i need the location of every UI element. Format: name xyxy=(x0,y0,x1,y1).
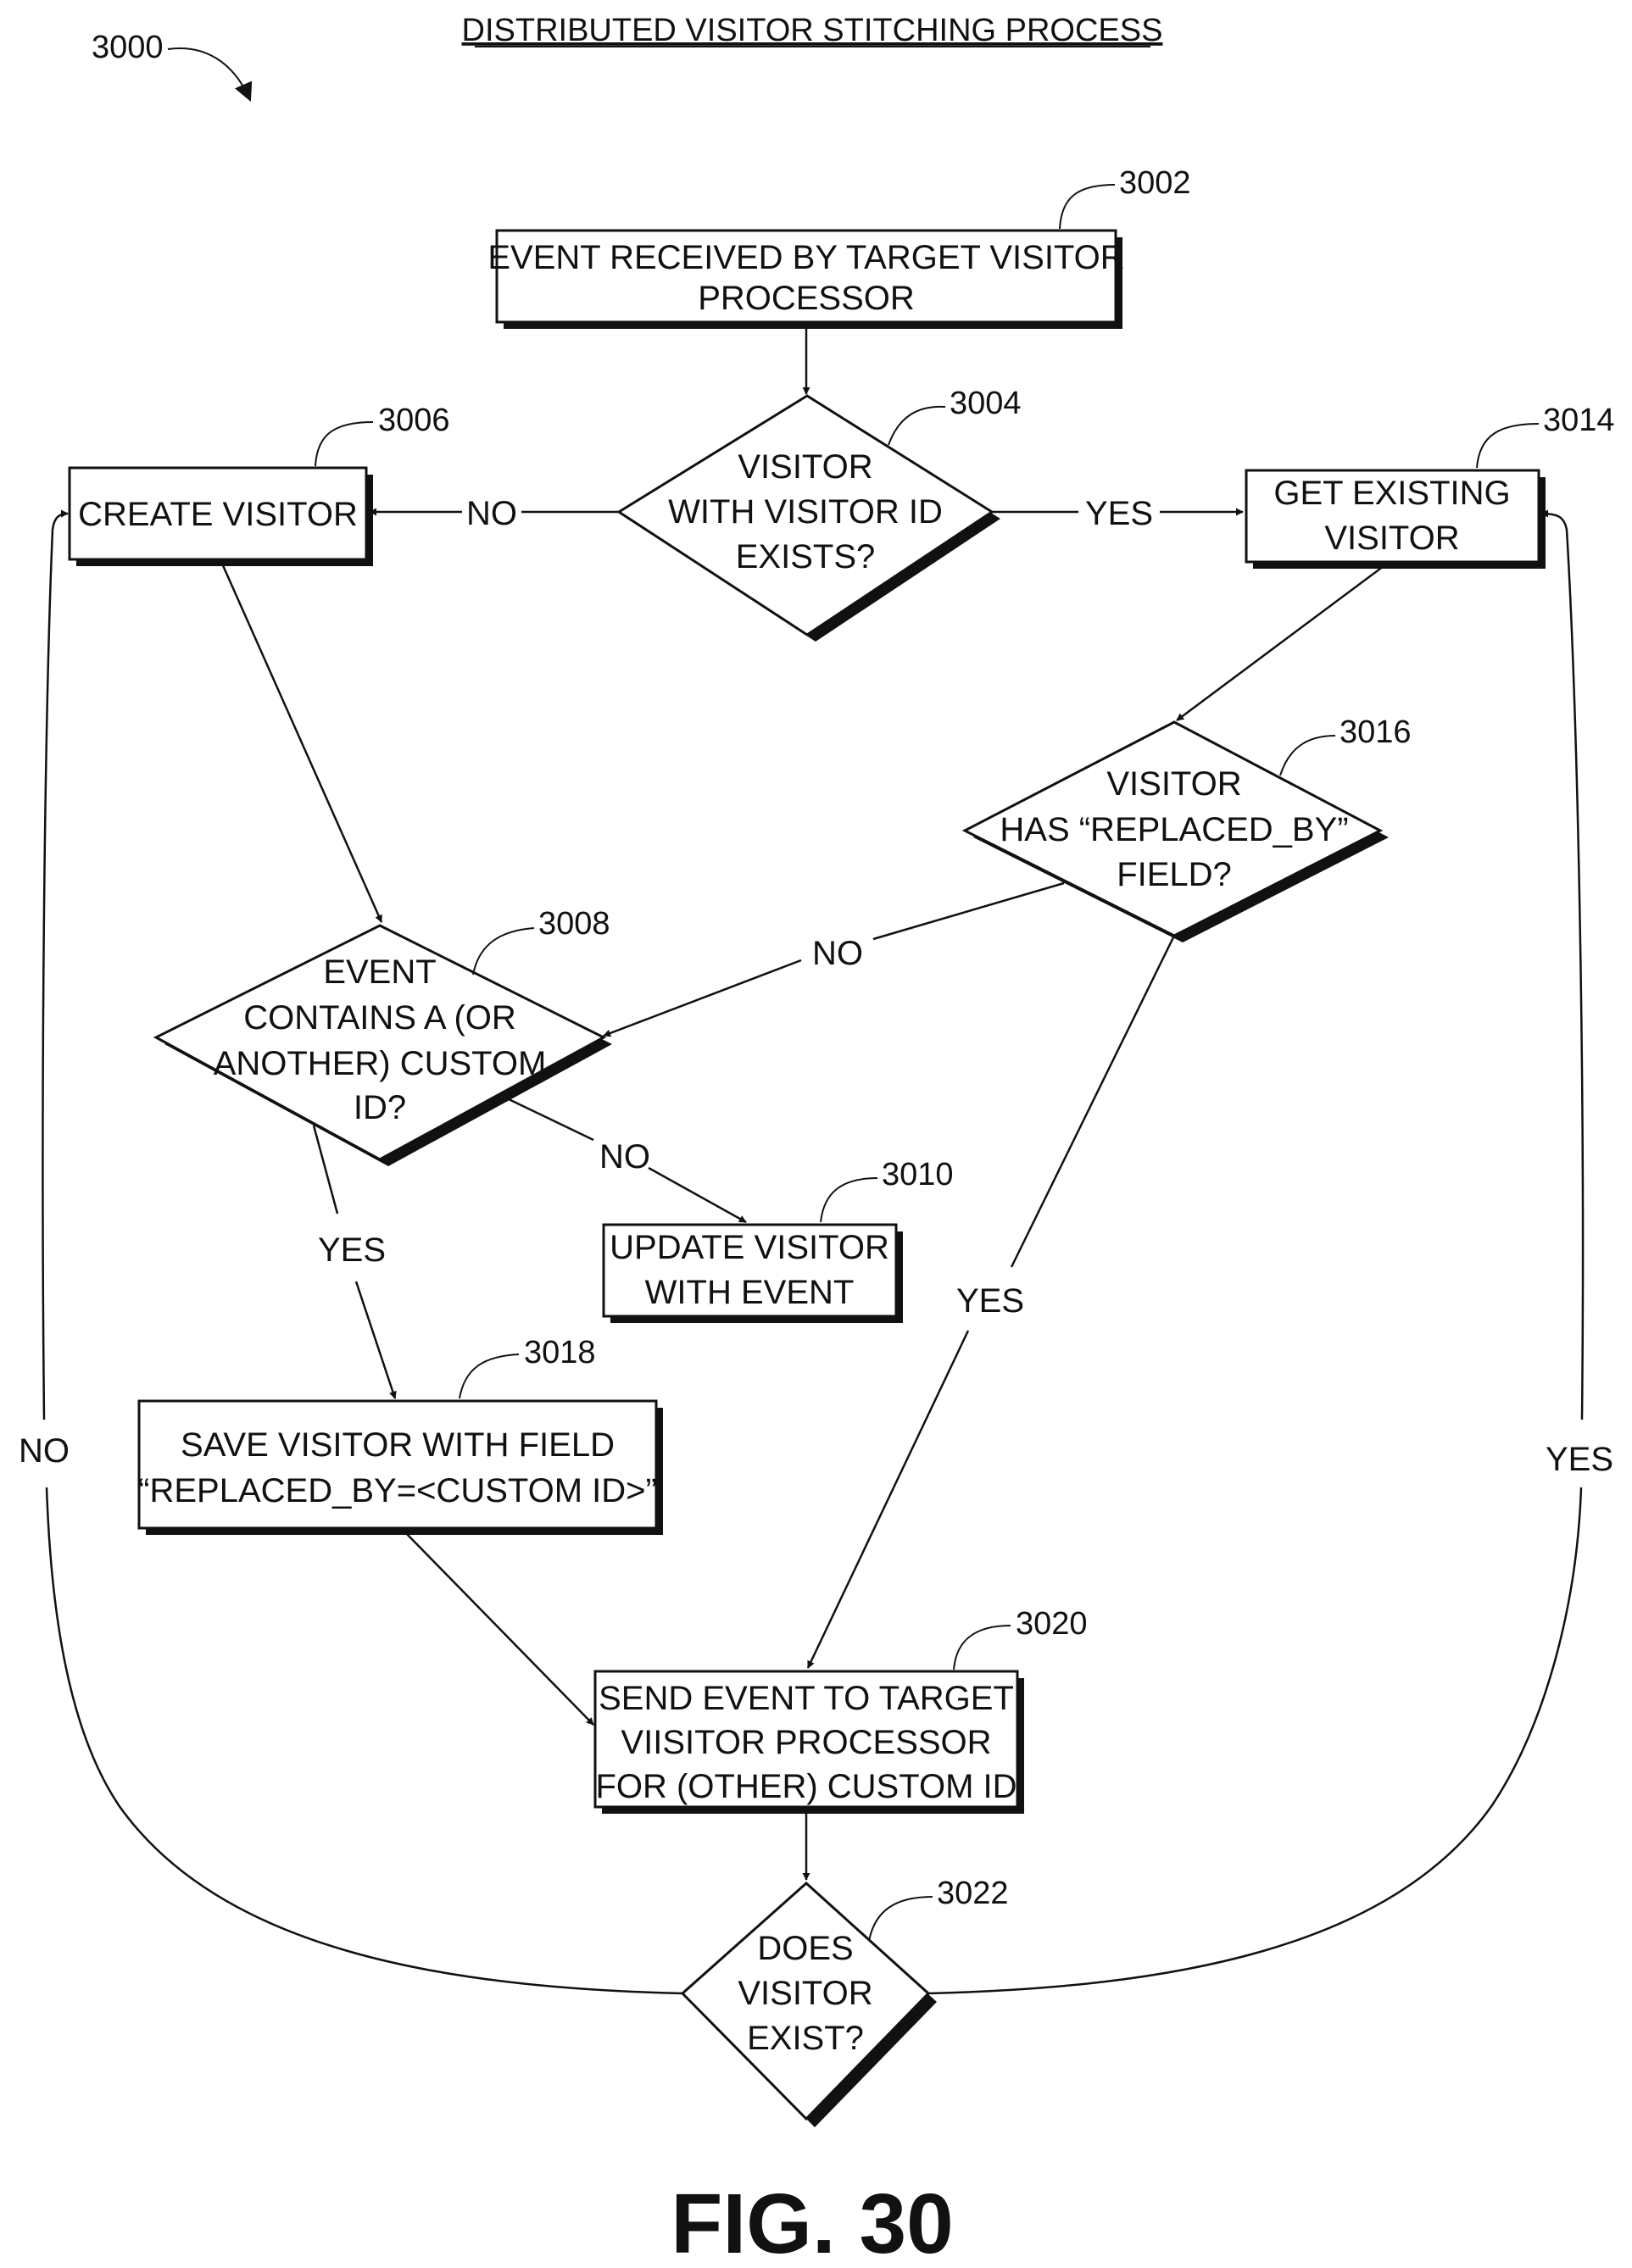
ref-3022-leader xyxy=(869,1897,933,1941)
ref-3008-leader xyxy=(473,928,534,975)
edge-3016-3020-b xyxy=(808,1331,968,1668)
ref-3010-leader xyxy=(821,1178,877,1222)
node-3004-line-2: WITH VISITOR ID xyxy=(668,493,943,531)
node-3014-line-2: VISITOR xyxy=(1324,520,1459,557)
edge-label-3008-no: NO xyxy=(599,1138,650,1176)
ref-3016-leader xyxy=(1280,736,1335,775)
process-get-existing-visitor: GET EXISTING VISITOR xyxy=(1246,470,1546,569)
node-3016-line-2: HAS “REPLACED_BY” xyxy=(1000,811,1348,848)
process-create-visitor: CREATE VISITOR xyxy=(70,468,373,566)
ref-3002-leader xyxy=(1060,185,1115,229)
edge-label-3004-yes: YES xyxy=(1085,495,1153,532)
node-3020-line-1: SEND EVENT TO TARGET xyxy=(599,1680,1014,1717)
edge-label-3016-yes: YES xyxy=(956,1282,1024,1320)
ref-3014: 3014 xyxy=(1543,403,1615,438)
edge-label-3022-yes: YES xyxy=(1546,1441,1613,1478)
edge-3008-3010-a xyxy=(507,1098,593,1140)
node-3016-line-1: VISITOR xyxy=(1106,765,1241,803)
node-3014-line-1: GET EXISTING xyxy=(1273,475,1510,512)
node-3010-line-1: UPDATE VISITOR xyxy=(610,1229,889,1266)
edge-3018-3020 xyxy=(405,1532,593,1725)
ref-3014-leader xyxy=(1477,424,1539,468)
node-3008-line-3: ANOTHER) CUSTOM xyxy=(214,1045,547,1082)
diagram-title: DISTRIBUTED VISITOR STITCHING PROCESS xyxy=(462,13,1163,48)
node-3002-line-1: EVENT RECEIVED BY TARGET VISITOR xyxy=(487,239,1124,276)
process-save-visitor-replaced-by: SAVE VISITOR WITH FIELD “REPLACED_BY=<CU… xyxy=(138,1401,663,1535)
ref-3008: 3008 xyxy=(538,906,610,942)
edge-label-3022-no: NO xyxy=(19,1432,70,1470)
ref-3004: 3004 xyxy=(950,386,1022,421)
edge-3016-3008-b xyxy=(604,960,801,1036)
decision-visitor-id-exists: VISITOR WITH VISITOR ID EXISTS? xyxy=(619,396,1000,642)
node-3002-line-2: PROCESSOR xyxy=(698,280,915,317)
edge-3008-3018-b xyxy=(356,1281,395,1398)
figure-ref-pointer xyxy=(168,48,250,100)
edge-3022-3006-loop-a xyxy=(47,1487,682,1993)
edge-label-3008-yes: YES xyxy=(318,1231,386,1269)
ref-3004-leader xyxy=(888,407,945,445)
figure-label: FIG. 30 xyxy=(671,2176,953,2268)
edge-3022-3014-loop-a xyxy=(928,1487,1581,1993)
ref-3018: 3018 xyxy=(524,1335,596,1370)
figure-ref-3000: 3000 xyxy=(92,30,164,65)
edge-label-3016-no: NO xyxy=(812,935,863,972)
edge-3014-3016 xyxy=(1177,566,1384,720)
edge-3008-3010-b xyxy=(649,1168,746,1222)
decision-does-visitor-exist: DOES VISITOR EXIST? xyxy=(682,1883,937,2127)
node-3022-line-3: EXIST? xyxy=(747,2020,864,2057)
process-event-received: EVENT RECEIVED BY TARGET VISITOR PROCESS… xyxy=(487,231,1124,329)
process-update-visitor: UPDATE VISITOR WITH EVENT xyxy=(604,1225,903,1323)
node-3018-line-2: “REPLACED_BY=<CUSTOM ID>” xyxy=(138,1472,657,1509)
ref-3006: 3006 xyxy=(378,403,450,438)
ref-3022: 3022 xyxy=(937,1876,1009,1911)
edge-3006-3008 xyxy=(222,564,382,922)
node-3022-line-2: VISITOR xyxy=(738,1975,872,2012)
edge-3016-3008-a xyxy=(873,883,1064,939)
edge-3016-3020-a xyxy=(1011,936,1174,1267)
node-3022-line-1: DOES xyxy=(757,1930,853,1967)
node-3008-line-4: ID? xyxy=(354,1089,406,1126)
node-3008-line-1: EVENT xyxy=(323,953,436,991)
node-3006-line-1: CREATE VISITOR xyxy=(78,496,358,533)
ref-3020-leader xyxy=(954,1626,1011,1670)
node-3010-line-2: WITH EVENT xyxy=(645,1274,855,1311)
node-3020-line-2: VIISITOR PROCESSOR xyxy=(621,1724,991,1761)
ref-3016: 3016 xyxy=(1340,714,1412,750)
node-3020-line-3: FOR (OTHER) CUSTOM ID xyxy=(595,1768,1017,1805)
ref-3002: 3002 xyxy=(1119,165,1191,201)
decision-event-contains-custom-id: EVENT CONTAINS A (OR ANOTHER) CUSTOM ID? xyxy=(156,926,612,1166)
edge-3022-3014-loop-b xyxy=(1541,514,1583,1420)
ref-3018-leader xyxy=(460,1354,519,1398)
node-3004-line-3: EXISTS? xyxy=(736,538,876,575)
node-3016-line-3: FIELD? xyxy=(1117,856,1232,893)
node-3004-line-1: VISITOR xyxy=(738,448,872,486)
edge-3022-3006-loop-b xyxy=(42,514,68,1420)
ref-3010: 3010 xyxy=(882,1157,954,1192)
node-3018-line-1: SAVE VISITOR WITH FIELD xyxy=(181,1426,615,1464)
node-3008-line-2: CONTAINS A (OR xyxy=(243,999,516,1037)
decision-has-replaced-by: VISITOR HAS “REPLACED_BY” FIELD? xyxy=(965,722,1389,942)
edge-label-3004-no: NO xyxy=(466,495,517,532)
edge-3008-3018-a xyxy=(314,1126,337,1214)
ref-3020: 3020 xyxy=(1016,1606,1088,1642)
ref-3006-leader xyxy=(315,422,373,466)
process-send-event-to-target: SEND EVENT TO TARGET VIISITOR PROCESSOR … xyxy=(595,1671,1024,1814)
